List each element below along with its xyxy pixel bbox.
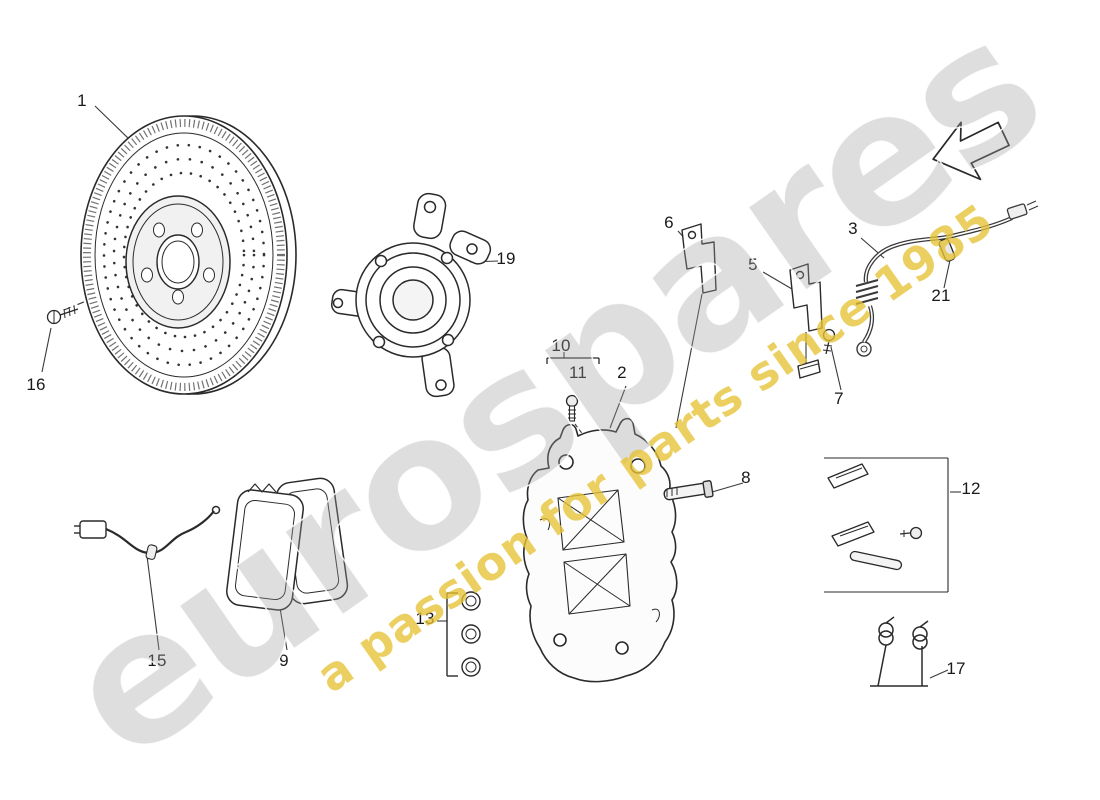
part-label-11: 11	[568, 363, 588, 382]
part-label-5: 5	[748, 255, 758, 274]
part-label-17: 17	[946, 659, 966, 678]
part-label-16: 16	[26, 375, 46, 394]
brake-disc-drawing	[80, 115, 297, 395]
wear-sensor-drawing	[74, 510, 215, 560]
wheel-bolt-drawing	[46, 305, 79, 325]
fitting-kit-drawing	[824, 457, 949, 593]
direction-arrow	[932, 121, 1010, 181]
caliper-drawing	[522, 417, 678, 683]
part-label-8: 8	[741, 468, 751, 487]
part-label-21: 21	[931, 286, 951, 305]
part-label-9: 9	[279, 651, 289, 670]
hose-grommet-drawing	[938, 238, 956, 262]
brake-hose-drawing	[855, 200, 1039, 357]
part-label-1: 1	[77, 91, 87, 110]
bracket-5-drawing	[789, 263, 823, 379]
part-label-3: 3	[848, 219, 858, 238]
part-label-10: 10	[551, 336, 571, 355]
part-label-12: 12	[961, 479, 981, 498]
part-label-2: 2	[617, 363, 627, 382]
spring-clip-drawing	[870, 616, 929, 687]
part-label-7: 7	[834, 389, 844, 408]
guide-pin-drawing	[663, 480, 714, 501]
brake-pads-drawing	[211, 477, 349, 611]
hub-carrier-drawing	[330, 192, 492, 398]
seal-rings-drawing	[446, 591, 481, 677]
bracket-6-drawing	[681, 223, 717, 294]
screw-10-11-drawing	[546, 357, 600, 422]
part-label-6: 6	[664, 213, 674, 232]
part-label-19: 19	[496, 249, 516, 268]
bolt-7-drawing	[822, 328, 836, 355]
part-label-15: 15	[147, 651, 167, 670]
part-label-13: 13	[415, 609, 435, 628]
